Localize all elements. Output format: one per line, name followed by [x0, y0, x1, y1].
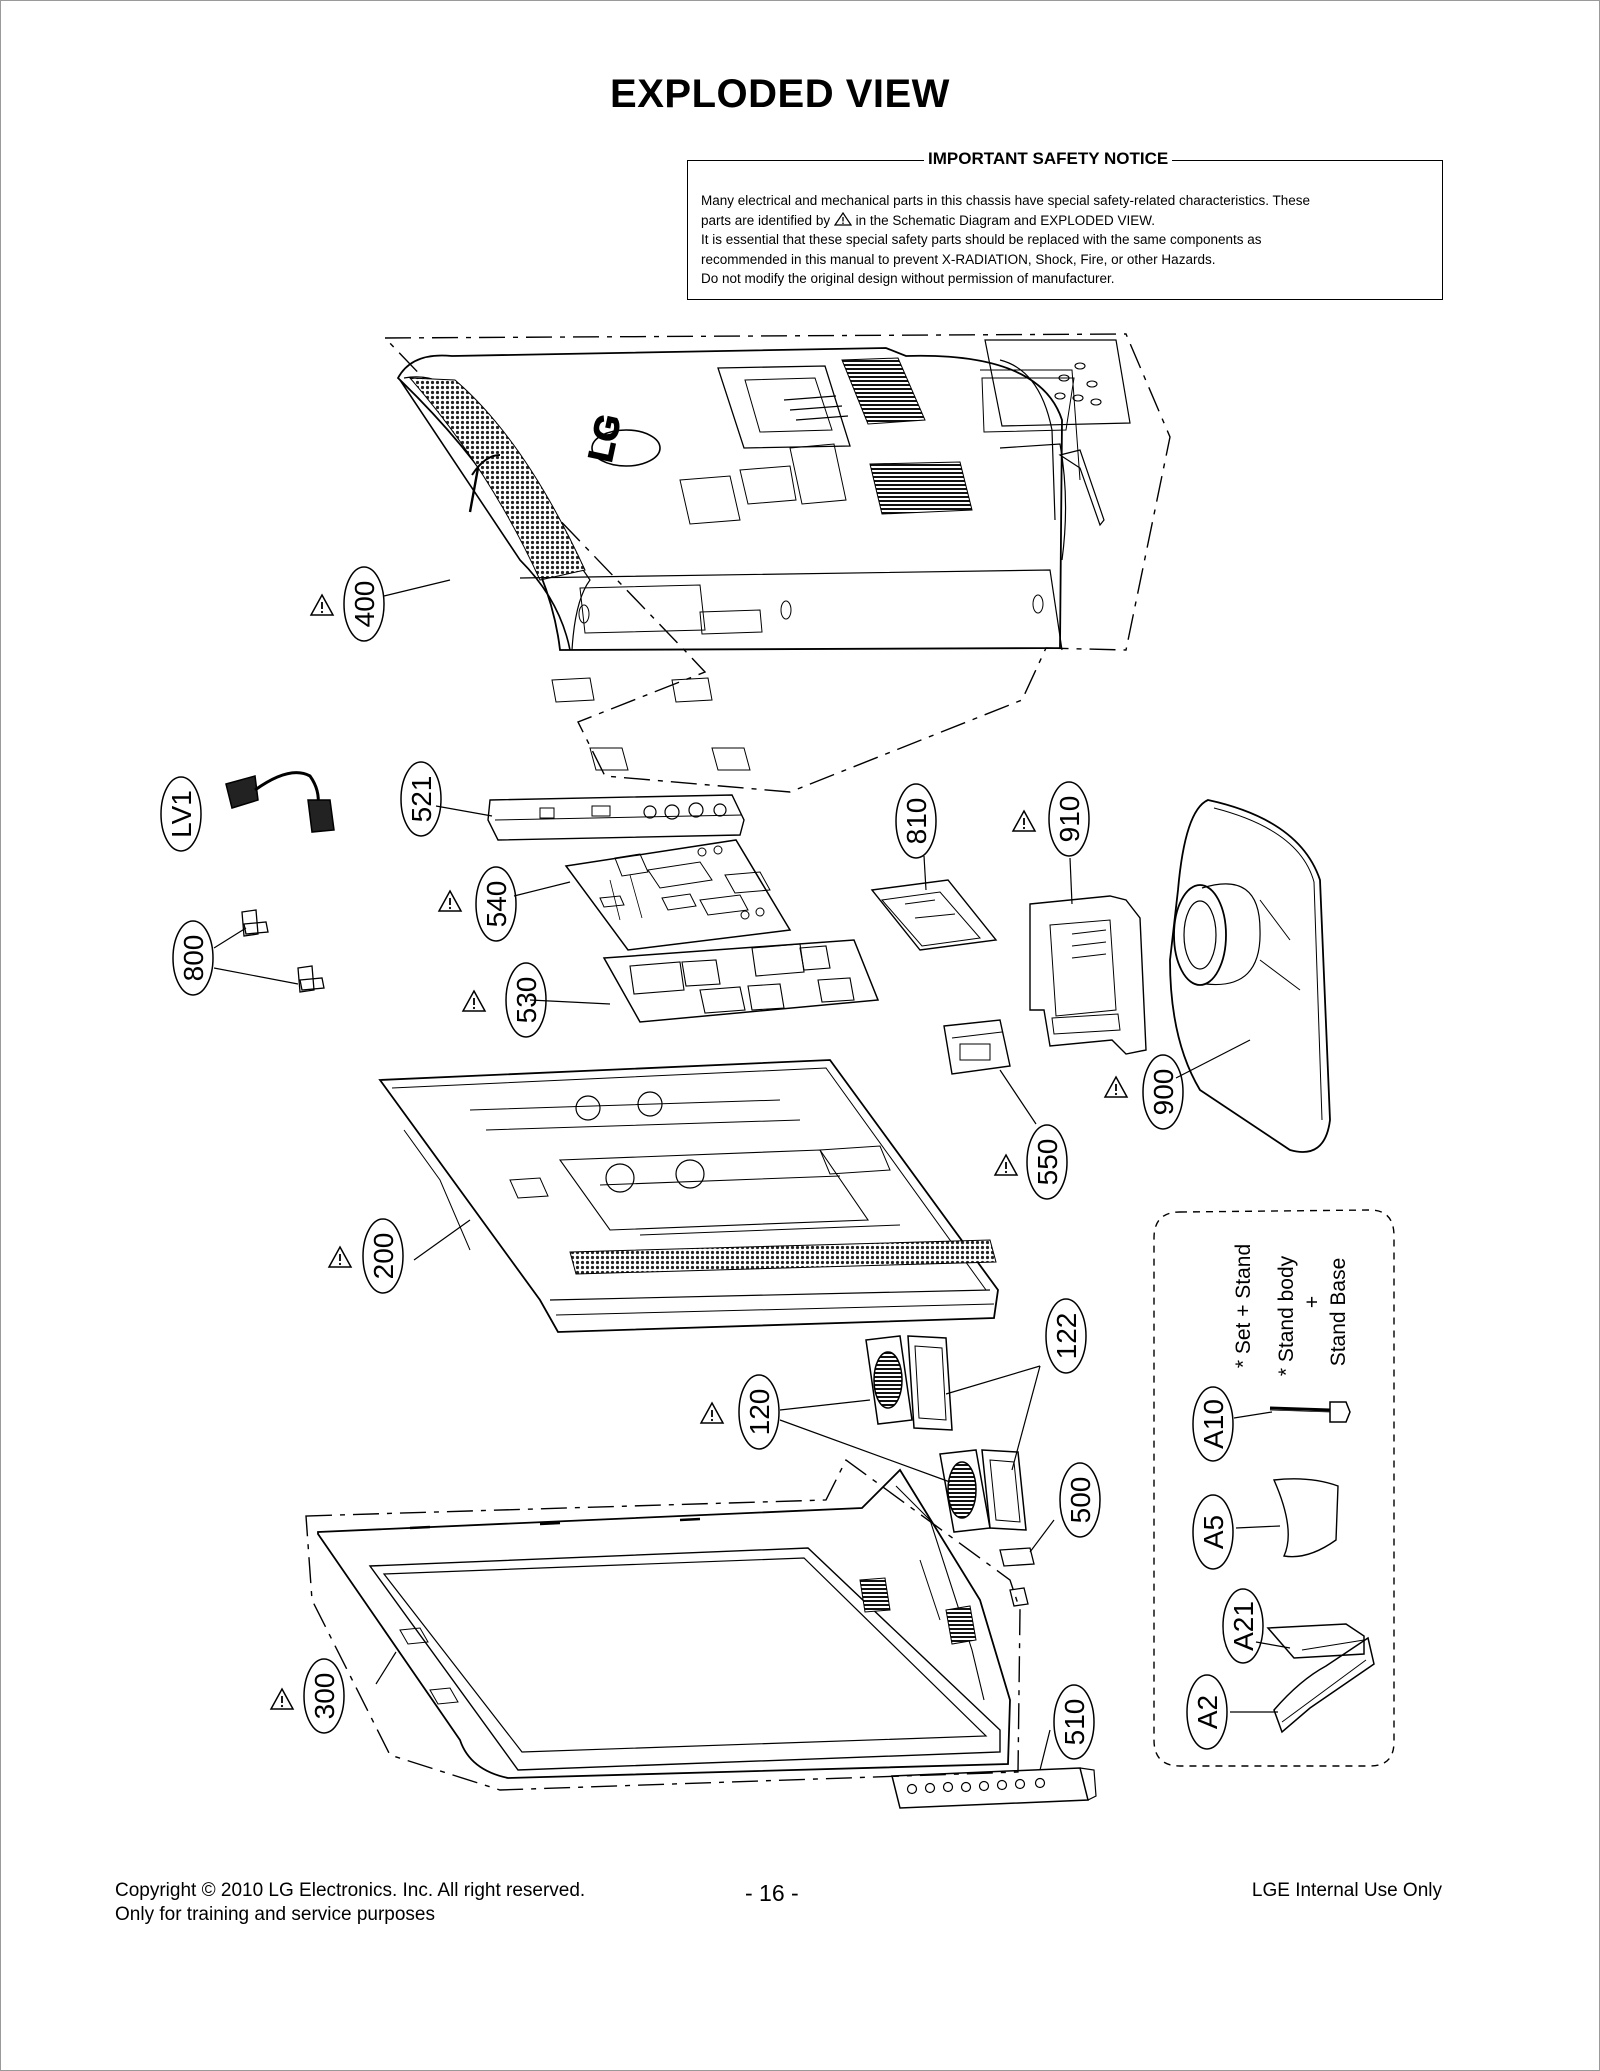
bracket-810-part	[870, 879, 998, 951]
notice-line: Do not modify the original design withou…	[701, 271, 1115, 286]
warning-triangle-icon	[270, 1688, 294, 1710]
training-text: Only for training and service purposes	[115, 1904, 435, 1925]
part-label-810: 810	[901, 798, 932, 845]
screw-part	[1269, 1401, 1351, 1423]
notice-line: parts are identified by in the Schematic…	[701, 211, 1430, 231]
part-label-500: 500	[1065, 1477, 1096, 1524]
lvds-cable-part	[225, 771, 335, 833]
part-label-800: 800	[178, 935, 209, 982]
part-label-910: 910	[1054, 796, 1085, 843]
svg-text:LG: LG	[582, 411, 629, 465]
warning-triangle-icon	[1104, 1076, 1128, 1098]
stand-base-part	[1169, 799, 1331, 1153]
bracket-part	[241, 909, 325, 993]
warning-triangle-icon	[994, 1154, 1018, 1176]
part-label-a21: A21	[1228, 1601, 1259, 1651]
option-stand-body: * Stand body	[1275, 1255, 1298, 1376]
part-label-a10: A10	[1198, 1399, 1229, 1449]
speaker-part	[865, 1335, 1035, 1607]
stand-support-part	[1029, 895, 1147, 1055]
key-controller-part	[891, 1767, 1097, 1809]
main-board-part	[564, 839, 792, 951]
notice-line: It is essential that these special safet…	[701, 232, 1262, 247]
warning-triangle-icon	[1012, 810, 1036, 832]
ac-inlet-part	[943, 1019, 1011, 1075]
safety-notice-title: IMPORTANT SAFETY NOTICE	[924, 149, 1173, 169]
option-set-stand: * Set + Stand	[1232, 1244, 1255, 1368]
warning-triangle-icon	[438, 890, 462, 912]
warning-triangle-icon	[310, 594, 334, 616]
part-label-510: 510	[1059, 1699, 1090, 1746]
part-label-a5: A5	[1198, 1515, 1229, 1549]
part-label-530: 530	[511, 977, 542, 1024]
part-label-120: 120	[744, 1389, 775, 1436]
leader-lines	[213, 579, 1291, 1771]
part-label-540: 540	[481, 881, 512, 928]
notice-line-part: in the Schematic Diagram and EXPLODED VI…	[855, 212, 1155, 228]
warning-triangle-icon	[700, 1402, 724, 1424]
main-frame-part	[378, 1059, 999, 1333]
page-title: EXPLODED VIEW	[610, 72, 950, 116]
stand-options-box	[1153, 1209, 1395, 1767]
part-label-200: 200	[368, 1233, 399, 1280]
stand-body-part	[1266, 1623, 1375, 1734]
safety-notice-body: Many electrical and mechanical parts in …	[701, 191, 1430, 289]
terminal-bar-part	[487, 794, 745, 841]
warning-triangle-icon	[328, 1246, 352, 1268]
part-label-300: 300	[309, 1673, 340, 1720]
option-plus: +	[1301, 1296, 1324, 1308]
part-balloons	[160, 566, 1264, 1760]
part-label-521: 521	[406, 776, 437, 823]
page-number: - 16 -	[745, 1880, 799, 1906]
warning-triangle-icon	[462, 990, 486, 1012]
safety-marks	[270, 594, 1128, 1710]
part-label-400: 400	[349, 581, 380, 628]
warning-triangle-icon	[833, 211, 852, 226]
option-stand-base: Stand Base	[1327, 1258, 1350, 1367]
part-label-122: 122	[1051, 1313, 1082, 1360]
part-label-lv1: LV1	[166, 790, 197, 838]
notice-line: recommended in this manual to prevent X-…	[701, 251, 1216, 267]
notice-line: Many electrical and mechanical parts in …	[701, 193, 1311, 208]
stand-cloth-part	[1272, 1478, 1339, 1558]
notice-line-part: parts are identified by	[701, 212, 831, 228]
front-cabinet-part	[305, 1458, 1021, 1791]
part-label-900: 900	[1148, 1069, 1179, 1116]
power-board-part	[602, 939, 880, 1023]
safety-notice-box: IMPORTANT SAFETY NOTICE Many electrical …	[687, 149, 1443, 300]
internal-use-text: LGE Internal Use Only	[1251, 1880, 1442, 1901]
part-label-a2: A2	[1192, 1695, 1223, 1729]
footer-copyright: Copyright © 2010 LG Electronics. Inc. Al…	[115, 1879, 585, 1927]
part-label-550: 550	[1032, 1139, 1063, 1186]
copyright-text: Copyright © 2010 LG Electronics. Inc. Al…	[115, 1880, 586, 1901]
back-cover-part: LG	[383, 333, 1171, 793]
